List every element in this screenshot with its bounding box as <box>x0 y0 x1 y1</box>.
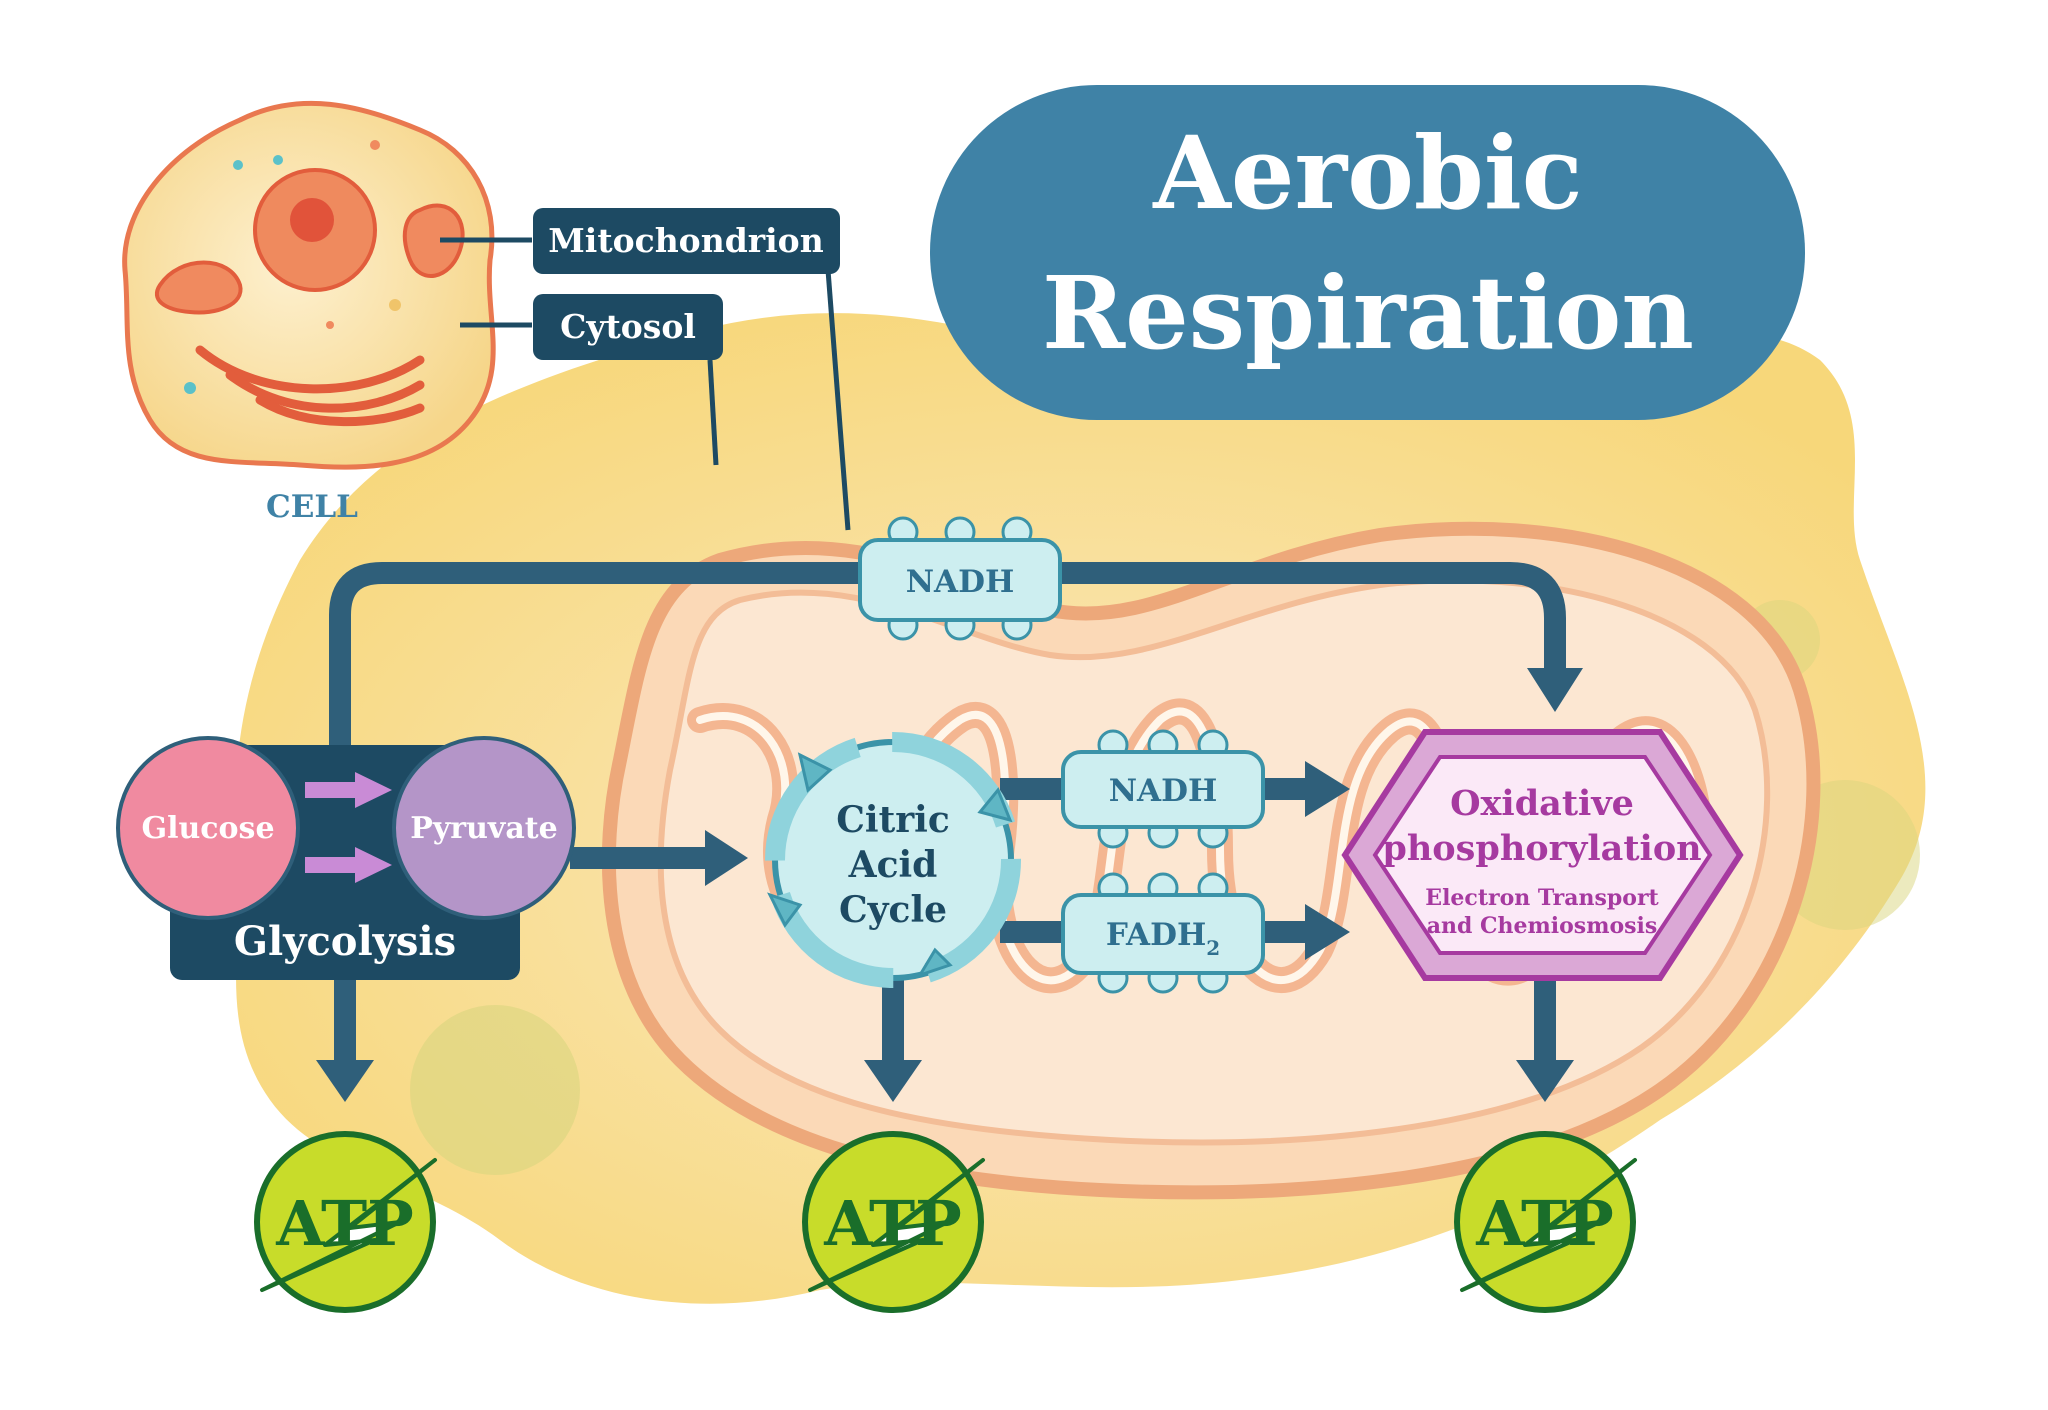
golgi-apparatus <box>195 345 425 394</box>
atp-label-left: ATP <box>275 1187 413 1260</box>
oxidative-phosphorylation: Oxidative phosphorylation Electron Trans… <box>1341 729 1744 981</box>
oxidative-sub-2: and Chemiosmosis <box>1427 913 1658 939</box>
fadh2-label: FADH2 <box>1106 917 1220 960</box>
nadh-carrier: NADH <box>1061 729 1265 849</box>
arrowhead <box>1516 1060 1574 1102</box>
cell-mitochondrion <box>154 260 243 315</box>
atp-badge-right: ATP <box>1454 1131 1637 1313</box>
glucose-circle <box>116 736 300 920</box>
arrowhead <box>864 1060 922 1102</box>
title-line-2: Respiration <box>1042 254 1694 372</box>
nadh-top-label: NADH <box>906 564 1015 600</box>
cycle-arrowhead <box>767 892 803 928</box>
nadh-label: NADH <box>1109 773 1218 809</box>
fadh2-carrier: FADH2 <box>1061 872 1265 994</box>
cycle-arrowhead <box>977 787 1013 823</box>
cell-mitochondrion <box>402 203 465 278</box>
glycolysis-block: Glucose Pyruvate Glycolysis <box>116 736 576 980</box>
oxidative-line-2: phosphorylation <box>1382 828 1701 869</box>
title-line-1: Aerobic <box>1152 114 1582 232</box>
oxidative-line-1: Oxidative <box>1450 783 1634 824</box>
fadh2-subscript: 2 <box>1206 936 1220 960</box>
title-banner: Aerobic Respiration <box>930 85 1805 420</box>
atp-label-right: ATP <box>1475 1187 1613 1260</box>
citric-line-3: Cycle <box>839 889 947 931</box>
arrowhead <box>1305 761 1350 817</box>
arrowhead <box>316 1060 374 1102</box>
cycle-arrowhead <box>916 947 953 978</box>
glycolysis-label: Glycolysis <box>234 918 456 965</box>
pyruvate-label: Pyruvate <box>410 811 557 846</box>
lightning-bolt-icon <box>1460 1158 1637 1292</box>
cell-illustration: CELL <box>122 100 496 525</box>
nadh-carrier-top: NADH <box>858 516 1062 641</box>
golgi-apparatus <box>255 395 425 427</box>
golgi-apparatus <box>225 370 425 413</box>
atp-label-middle: ATP <box>823 1187 961 1260</box>
citric-acid-cycle: Citric Acid Cycle <box>765 732 1021 988</box>
atp-badge-left: ATP <box>254 1131 437 1313</box>
conversion-arrows <box>305 772 392 883</box>
pyruvate-circle <box>392 736 576 920</box>
nucleolus <box>290 198 334 242</box>
mitochondrion-callout-label: Mitochondrion <box>548 221 823 260</box>
nadh-pathway-arrow <box>329 562 1566 760</box>
arrowhead <box>705 830 748 886</box>
cytosol-pointer-line <box>707 359 719 466</box>
citric-line-1: Citric <box>836 799 950 841</box>
lightning-bolt-icon <box>260 1158 437 1292</box>
citric-line-2: Acid <box>848 844 938 886</box>
arrowhead <box>1305 904 1350 960</box>
mitochondrion-pointer-line <box>825 269 851 531</box>
cycle-arrows-icon <box>765 732 1021 988</box>
glucose-label: Glucose <box>141 811 274 846</box>
cytosol-callout-label: Cytosol <box>560 307 696 346</box>
cycle-arrowhead <box>797 752 833 793</box>
fadh2-main: FADH <box>1106 917 1206 953</box>
lightning-bolt-icon <box>808 1158 985 1292</box>
mitochondrion-callout: Mitochondrion <box>533 208 840 274</box>
cell-label: CELL <box>266 489 358 525</box>
cytosol-callout: Cytosol <box>533 294 723 360</box>
arrowhead <box>1527 668 1583 712</box>
background-spot <box>410 1005 580 1175</box>
oxidative-sub-1: Electron Transport <box>1425 885 1659 911</box>
atp-badge-middle: ATP <box>802 1131 985 1313</box>
